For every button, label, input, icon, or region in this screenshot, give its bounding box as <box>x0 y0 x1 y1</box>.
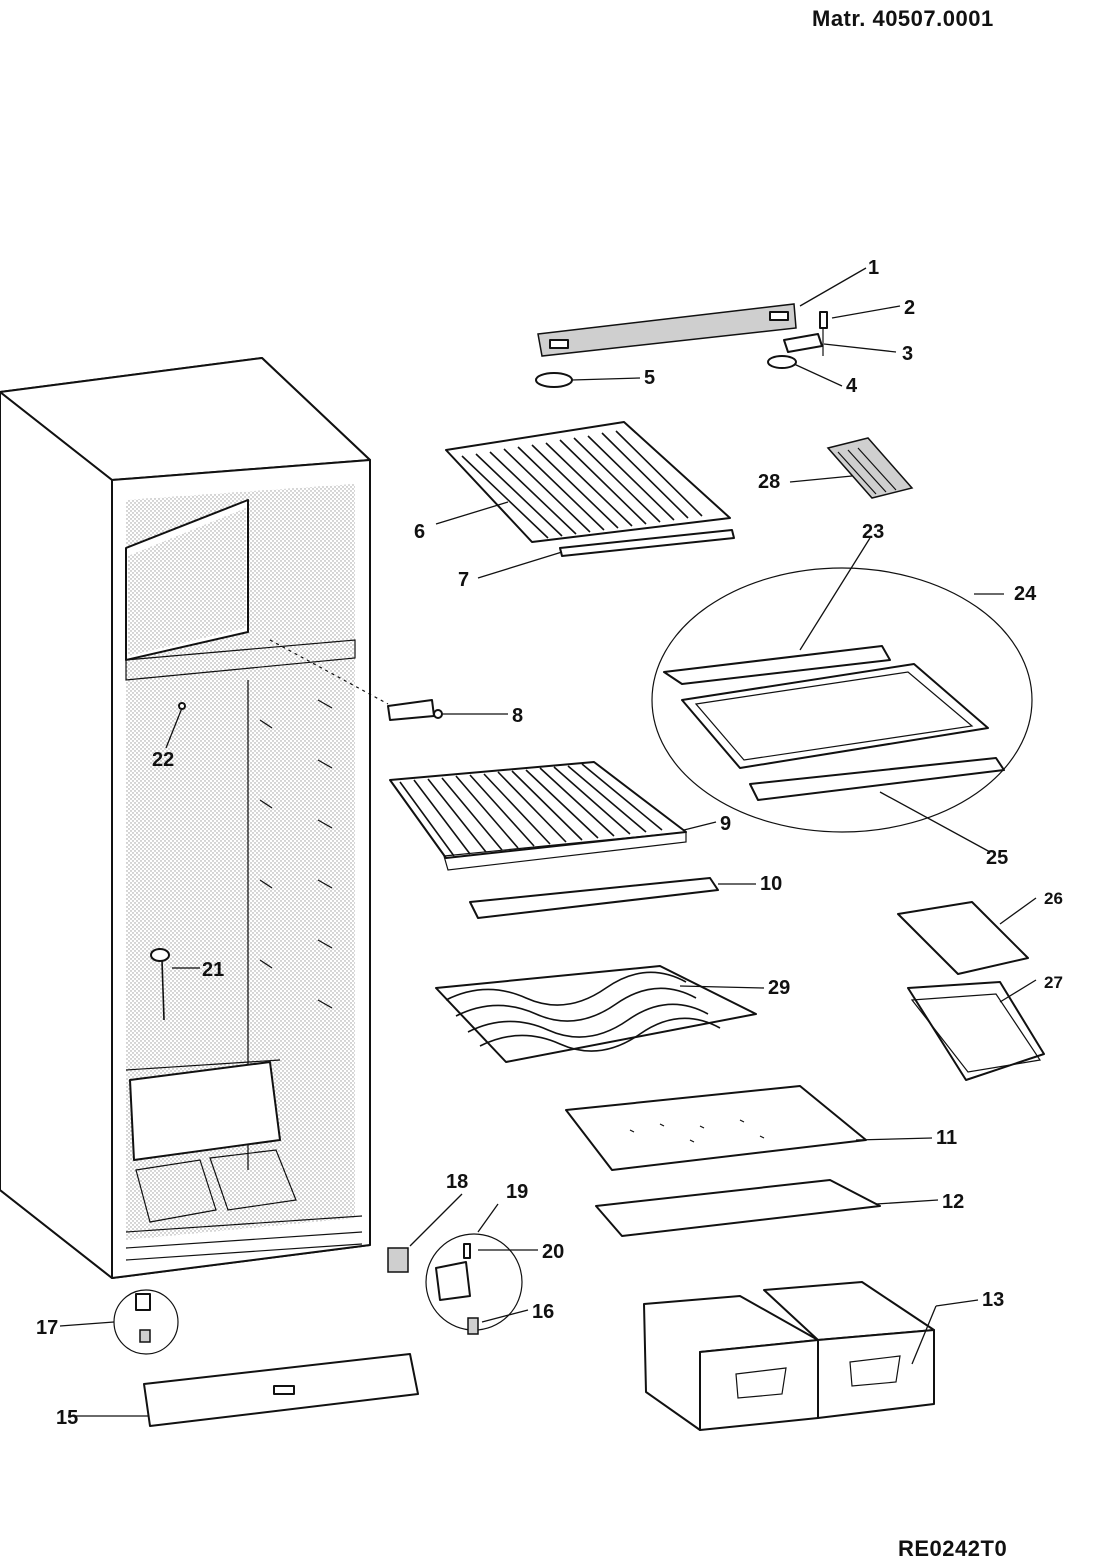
part-13-crisper-drawers <box>643 1281 935 1431</box>
callout-labels: 1 2 3 4 5 6 7 8 9 10 11 12 13 15 16 17 1… <box>36 257 1063 1429</box>
material-number: Matr. 40507.0001 <box>812 6 994 31</box>
part-10-shelf-trim <box>469 877 719 919</box>
callout-29: 29 <box>768 977 790 999</box>
callout-17: 17 <box>36 1317 58 1339</box>
part-15-bottom-grille <box>143 1353 419 1427</box>
part-18-plate <box>387 1247 409 1273</box>
part-4-cap <box>767 355 797 369</box>
part-2-screw <box>819 311 828 356</box>
callout-21: 21 <box>202 959 224 981</box>
callout-4: 4 <box>846 375 858 397</box>
callout-16: 16 <box>532 1301 554 1323</box>
callout-24: 24 <box>1014 583 1037 605</box>
part-7-shelf-trim <box>559 529 735 557</box>
callout-20: 20 <box>542 1241 564 1263</box>
part-9-wire-shelf <box>389 761 687 871</box>
part-27-box <box>907 981 1045 1081</box>
leader-lines <box>59 267 1037 1417</box>
part-23-rear-trim <box>663 645 891 685</box>
callout-9: 9 <box>720 813 731 835</box>
callout-7: 7 <box>458 569 469 591</box>
callout-22: 22 <box>152 749 174 771</box>
part-3-bracket <box>783 333 823 353</box>
part-8-shelf-support <box>387 699 443 721</box>
part-28-vent-grille <box>826 437 914 499</box>
drawing-code: RE0242T0 <box>898 1536 1008 1561</box>
callout-13: 13 <box>982 1289 1004 1311</box>
callout-12: 12 <box>942 1191 964 1213</box>
part-19-hinge-detail <box>425 1233 523 1335</box>
part-12-front-trim <box>595 1179 881 1237</box>
part-21-thermostat-knob <box>150 948 170 1021</box>
callout-27: 27 <box>1044 973 1063 992</box>
fridge-cabinet <box>0 357 371 1279</box>
part-17-foot-detail <box>113 1289 179 1355</box>
part-1-top-trim <box>537 303 797 357</box>
callout-5: 5 <box>644 367 655 389</box>
callout-3: 3 <box>902 343 913 365</box>
part-29-bottle-rack <box>435 965 757 1063</box>
part-24-glass-shelf-group <box>651 567 1033 833</box>
part-11-glass-plate <box>565 1085 867 1171</box>
part-6-wire-shelf <box>445 421 731 543</box>
callout-25: 25 <box>986 847 1008 869</box>
callout-19: 19 <box>506 1181 528 1203</box>
part-26-lid <box>897 901 1029 975</box>
callout-23: 23 <box>862 521 884 543</box>
callout-26: 26 <box>1044 889 1063 908</box>
part-5-cap <box>535 372 573 388</box>
callout-1: 1 <box>868 257 879 279</box>
callout-18: 18 <box>446 1171 468 1193</box>
callout-11: 11 <box>936 1127 957 1149</box>
callout-2: 2 <box>904 297 915 319</box>
part-25-front-trim <box>749 757 1005 801</box>
part-glass-shelf <box>681 663 989 769</box>
callout-10: 10 <box>760 873 782 895</box>
callout-28: 28 <box>758 471 780 493</box>
callout-8: 8 <box>512 705 523 727</box>
callout-15: 15 <box>56 1407 78 1429</box>
callout-6: 6 <box>414 521 425 543</box>
